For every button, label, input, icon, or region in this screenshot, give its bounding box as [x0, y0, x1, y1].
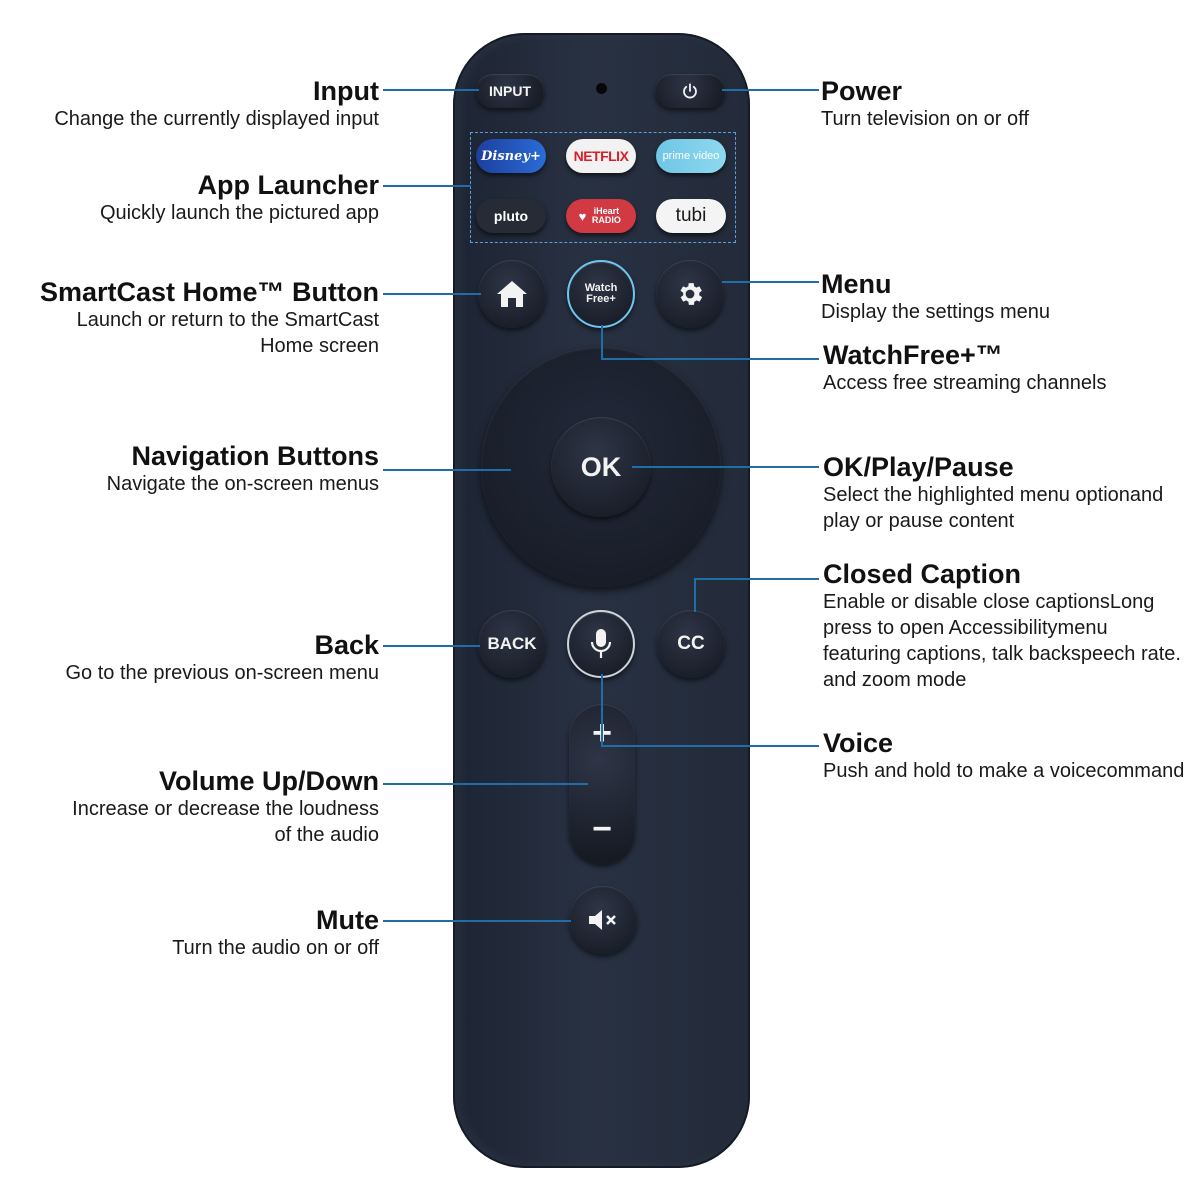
- netflix-label: NETFLIX: [573, 148, 629, 164]
- disney-plus-label: Disney+: [481, 148, 541, 164]
- app-launcher-desc: Quickly launch the pictured app: [99, 202, 379, 224]
- prime-video-button[interactable]: prime video: [656, 139, 726, 173]
- voice-button[interactable]: [567, 610, 635, 678]
- ok-label: OK: [580, 451, 622, 482]
- app-launcher-title: App Launcher: [197, 170, 379, 200]
- label-volume: Volume Up/Down Increase or decrease the …: [72, 766, 379, 848]
- label-cc: Closed Caption Enable or disable close c…: [823, 559, 1181, 693]
- cc-desc-4: and zoom mode: [823, 669, 967, 691]
- voice-desc: Push and hold to make a voicecommand: [823, 760, 1185, 782]
- label-ok: OK/Play/Pause Select the highlighted men…: [823, 452, 1163, 534]
- cc-desc-3: featuring captions, talk backspeech rate…: [823, 643, 1181, 665]
- cc-title: Closed Caption: [823, 559, 1022, 589]
- mute-desc: Turn the audio on or off: [172, 937, 379, 959]
- label-voice: Voice Push and hold to make a voicecomma…: [823, 728, 1184, 784]
- leader-mute: [383, 920, 571, 922]
- voice-title: Voice: [823, 728, 894, 758]
- app-launcher-group: [470, 132, 736, 243]
- heart-icon: ♥: [578, 208, 587, 224]
- leader-watchfree-v: [601, 325, 603, 359]
- leader-ok: [632, 466, 819, 468]
- tubi-button[interactable]: tubi: [656, 199, 726, 233]
- navigation-title: Navigation Buttons: [131, 441, 380, 471]
- leader-voice-h: [601, 745, 819, 747]
- back-button[interactable]: BACK: [478, 610, 546, 678]
- back-title: Back: [314, 630, 379, 660]
- home-desc-1: Launch or return to the SmartCast: [76, 309, 379, 331]
- mute-icon: [589, 910, 616, 930]
- label-power: Power Turn television on or off: [821, 76, 1029, 132]
- leader-app-launcher: [383, 185, 471, 187]
- gear-icon: [680, 283, 703, 305]
- ok-desc-1: Select the highlighted menu optionand: [823, 484, 1164, 506]
- mute-title: Mute: [316, 905, 379, 935]
- mute-button[interactable]: [569, 886, 637, 954]
- power-title: Power: [821, 76, 903, 106]
- closed-caption-button[interactable]: CC: [657, 610, 725, 678]
- pluto-label: pluto: [493, 208, 529, 224]
- label-navigation: Navigation Buttons Navigate the on-scree…: [107, 441, 379, 497]
- watchfree-title: WatchFree+™: [823, 340, 1003, 370]
- watchfree-desc: Access free streaming channels: [823, 372, 1107, 394]
- home-title: SmartCast Home™ Button: [39, 277, 379, 307]
- input-button-label: INPUT: [489, 83, 531, 99]
- leader-home: [383, 293, 481, 295]
- input-button[interactable]: INPUT: [476, 74, 544, 108]
- leader-cc-v: [694, 578, 696, 612]
- netflix-button[interactable]: NETFLIX: [566, 139, 636, 173]
- leader-watchfree-h: [601, 358, 819, 360]
- watchfree-button[interactable]: Watch Free+: [567, 260, 635, 328]
- label-home: SmartCast Home™ Button Launch or return …: [40, 277, 379, 359]
- back-label: BACK: [487, 634, 537, 653]
- volume-desc-1: Increase or decrease the loudness: [72, 798, 379, 820]
- disney-plus-button[interactable]: Disney+: [476, 139, 546, 173]
- leader-back: [383, 645, 480, 647]
- leader-navigation: [383, 469, 511, 471]
- ir-sensor: [596, 83, 607, 94]
- ok-desc-2: play or pause content: [823, 510, 1015, 532]
- cc-desc-2: press to open Accessibilitymenu: [823, 617, 1108, 639]
- leader-voice-v: [601, 674, 603, 746]
- navigation-desc: Navigate the on-screen menus: [106, 473, 379, 495]
- leader-volume: [383, 783, 588, 785]
- power-desc: Turn television on or off: [821, 108, 1029, 130]
- leader-power: [722, 89, 819, 91]
- leader-cc-h: [694, 578, 819, 580]
- label-watchfree: WatchFree+™ Access free streaming channe…: [823, 340, 1106, 396]
- ok-title: OK/Play/Pause: [823, 452, 1014, 482]
- label-menu: Menu Display the settings menu: [821, 269, 1050, 325]
- label-app-launcher: App Launcher Quickly launch the pictured…: [100, 170, 379, 226]
- menu-button[interactable]: [656, 260, 724, 328]
- volume-desc-2: of the audio: [274, 824, 379, 846]
- volume-title: Volume Up/Down: [159, 766, 379, 796]
- power-button[interactable]: [655, 74, 725, 108]
- smartcast-home-button[interactable]: [478, 260, 546, 328]
- label-back: Back Go to the previous on-screen menu: [65, 630, 379, 686]
- ok-button[interactable]: OK: [551, 417, 651, 517]
- power-icon: [683, 83, 697, 99]
- leader-menu: [722, 281, 819, 283]
- input-desc: Change the currently displayed input: [54, 108, 379, 130]
- prime-video-label: prime video: [662, 150, 720, 162]
- input-title: Input: [313, 76, 379, 106]
- volume-down-label[interactable]: −: [592, 810, 612, 848]
- menu-title: Menu: [821, 269, 892, 299]
- pluto-button[interactable]: pluto: [476, 199, 546, 233]
- cc-desc-1: Enable or disable close captionsLong: [823, 591, 1155, 613]
- microphone-icon: [590, 629, 612, 658]
- iheart-radio-button[interactable]: ♥ iHeart RADIO: [566, 199, 636, 233]
- back-desc: Go to the previous on-screen menu: [65, 662, 379, 684]
- tubi-label: tubi: [675, 205, 707, 226]
- leader-input: [383, 89, 479, 91]
- cc-label: CC: [677, 633, 705, 654]
- home-desc-2: Home screen: [260, 335, 379, 357]
- menu-desc: Display the settings menu: [821, 301, 1051, 323]
- label-input: Input Change the currently displayed inp…: [54, 76, 379, 132]
- home-icon: [497, 281, 527, 307]
- label-mute: Mute Turn the audio on or off: [172, 905, 379, 961]
- watchfree-label: Watch Free+: [584, 282, 618, 305]
- iheart-radio-label: iHeart RADIO: [591, 206, 621, 225]
